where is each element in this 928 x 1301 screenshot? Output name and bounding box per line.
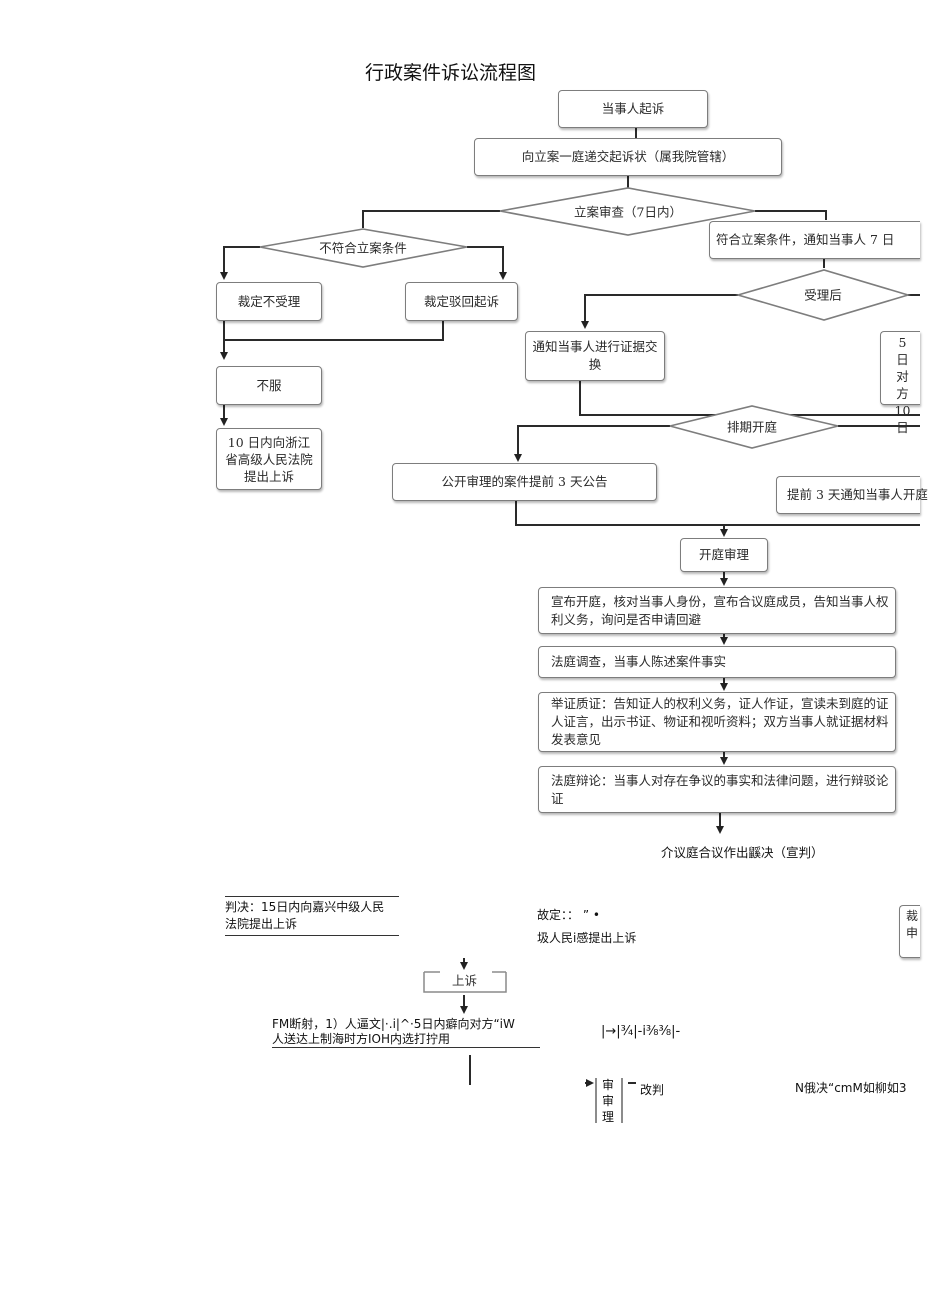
eligible-box: 符合立案条件，通知当事人 7 日: [709, 221, 920, 259]
notify-hearing-box: 提前 3 天通知当事人开庭: [776, 476, 928, 514]
review-diamond: [499, 187, 756, 236]
judgment-line-2: 法院提出上诉: [225, 917, 298, 931]
n-text: N俄决“cmM如柳如3: [795, 1081, 907, 1095]
right-edge-box: 裁 申: [899, 905, 920, 958]
trial-vertical-char: 审: [602, 1094, 615, 1108]
trial-vertical-char: 理: [602, 1110, 615, 1124]
garbled-text: |→|¾|-i⅜⅜|-: [601, 1024, 681, 1039]
right-edge-char: 裁: [906, 909, 919, 923]
schedule-diamond: [669, 405, 839, 449]
trial-step-1: 宣布开庭，核对当事人身份，宣布合议庭成员，告知当事人权利义务，询问是否申请回避: [538, 587, 896, 634]
reject-box: 裁定不受理: [216, 282, 322, 321]
schedule-label: 排期开庭: [726, 419, 778, 435]
trial-vertical-text: 审 审 理: [602, 1077, 614, 1125]
page-title: 行政案件诉讼流程图: [365, 62, 537, 84]
accepted-label: 受理后: [804, 287, 842, 303]
trial-step-4: 法庭辩论：当事人对存在争议的事实和法律问题，进行辩驳论证: [538, 766, 896, 813]
not-eligible-diamond: [259, 228, 468, 268]
trial-step-2: 法庭调查，当事人陈述案件事实: [538, 646, 896, 678]
divider: [272, 1047, 540, 1048]
trial-box: 开庭审理: [680, 538, 768, 572]
trial-vertical-char: 审: [602, 1078, 615, 1092]
verdict-text: 介议庭合议作出鼷决（宣判）: [661, 845, 824, 860]
right-box-line: 对方: [896, 369, 909, 401]
appeal-label: 上诉: [452, 973, 478, 988]
fm-line-2: 人送达上制海时方IOH内选打拧用: [272, 1032, 451, 1046]
trial-step-3: 举证质证：告知证人的权利义务，证人作证，宣读未到庭的证人证言，出示书证、物证和视…: [538, 692, 896, 752]
right-partial-box: 5 日 对方 10 日: [880, 331, 920, 435]
fm-line-1: FM断射，1）人逼文|·.i|^·5日内癖向对方“iW: [272, 1017, 515, 1031]
divider: [225, 896, 399, 897]
not-eligible-label: 不符合立案条件: [319, 240, 407, 256]
public-notice-box: 公开审理的案件提前 3 天公告: [392, 463, 657, 501]
right-edge-char: 申: [906, 926, 919, 940]
accepted-diamond: [735, 269, 911, 321]
evidence-exchange-box: 通知当事人进行证据交换: [525, 331, 665, 381]
right-box-line: 10 日: [894, 403, 911, 435]
gaipan-text: 改判: [640, 1083, 665, 1097]
ruling-line-1: 故定：： ” •: [537, 908, 600, 922]
review-label: 立案审查（7日内）: [574, 204, 682, 220]
appeal-province-box: 10 日内向浙江省高级人民法院提出上诉: [216, 428, 322, 490]
dismiss-box: 裁定驳回起诉: [405, 282, 518, 321]
file-suit-box: 当事人起诉: [558, 90, 708, 128]
divider: [225, 935, 399, 936]
judgment-line-1: 判决：15日内向嘉兴中级人民: [225, 900, 385, 914]
submit-complaint-box: 向立案一庭递交起诉状（属我院管辖）: [474, 138, 782, 176]
right-box-line: 5 日: [896, 335, 909, 367]
not-accept-box: 不服: [216, 366, 322, 405]
ruling-line-2: 圾人民i感提出上诉: [537, 931, 637, 945]
